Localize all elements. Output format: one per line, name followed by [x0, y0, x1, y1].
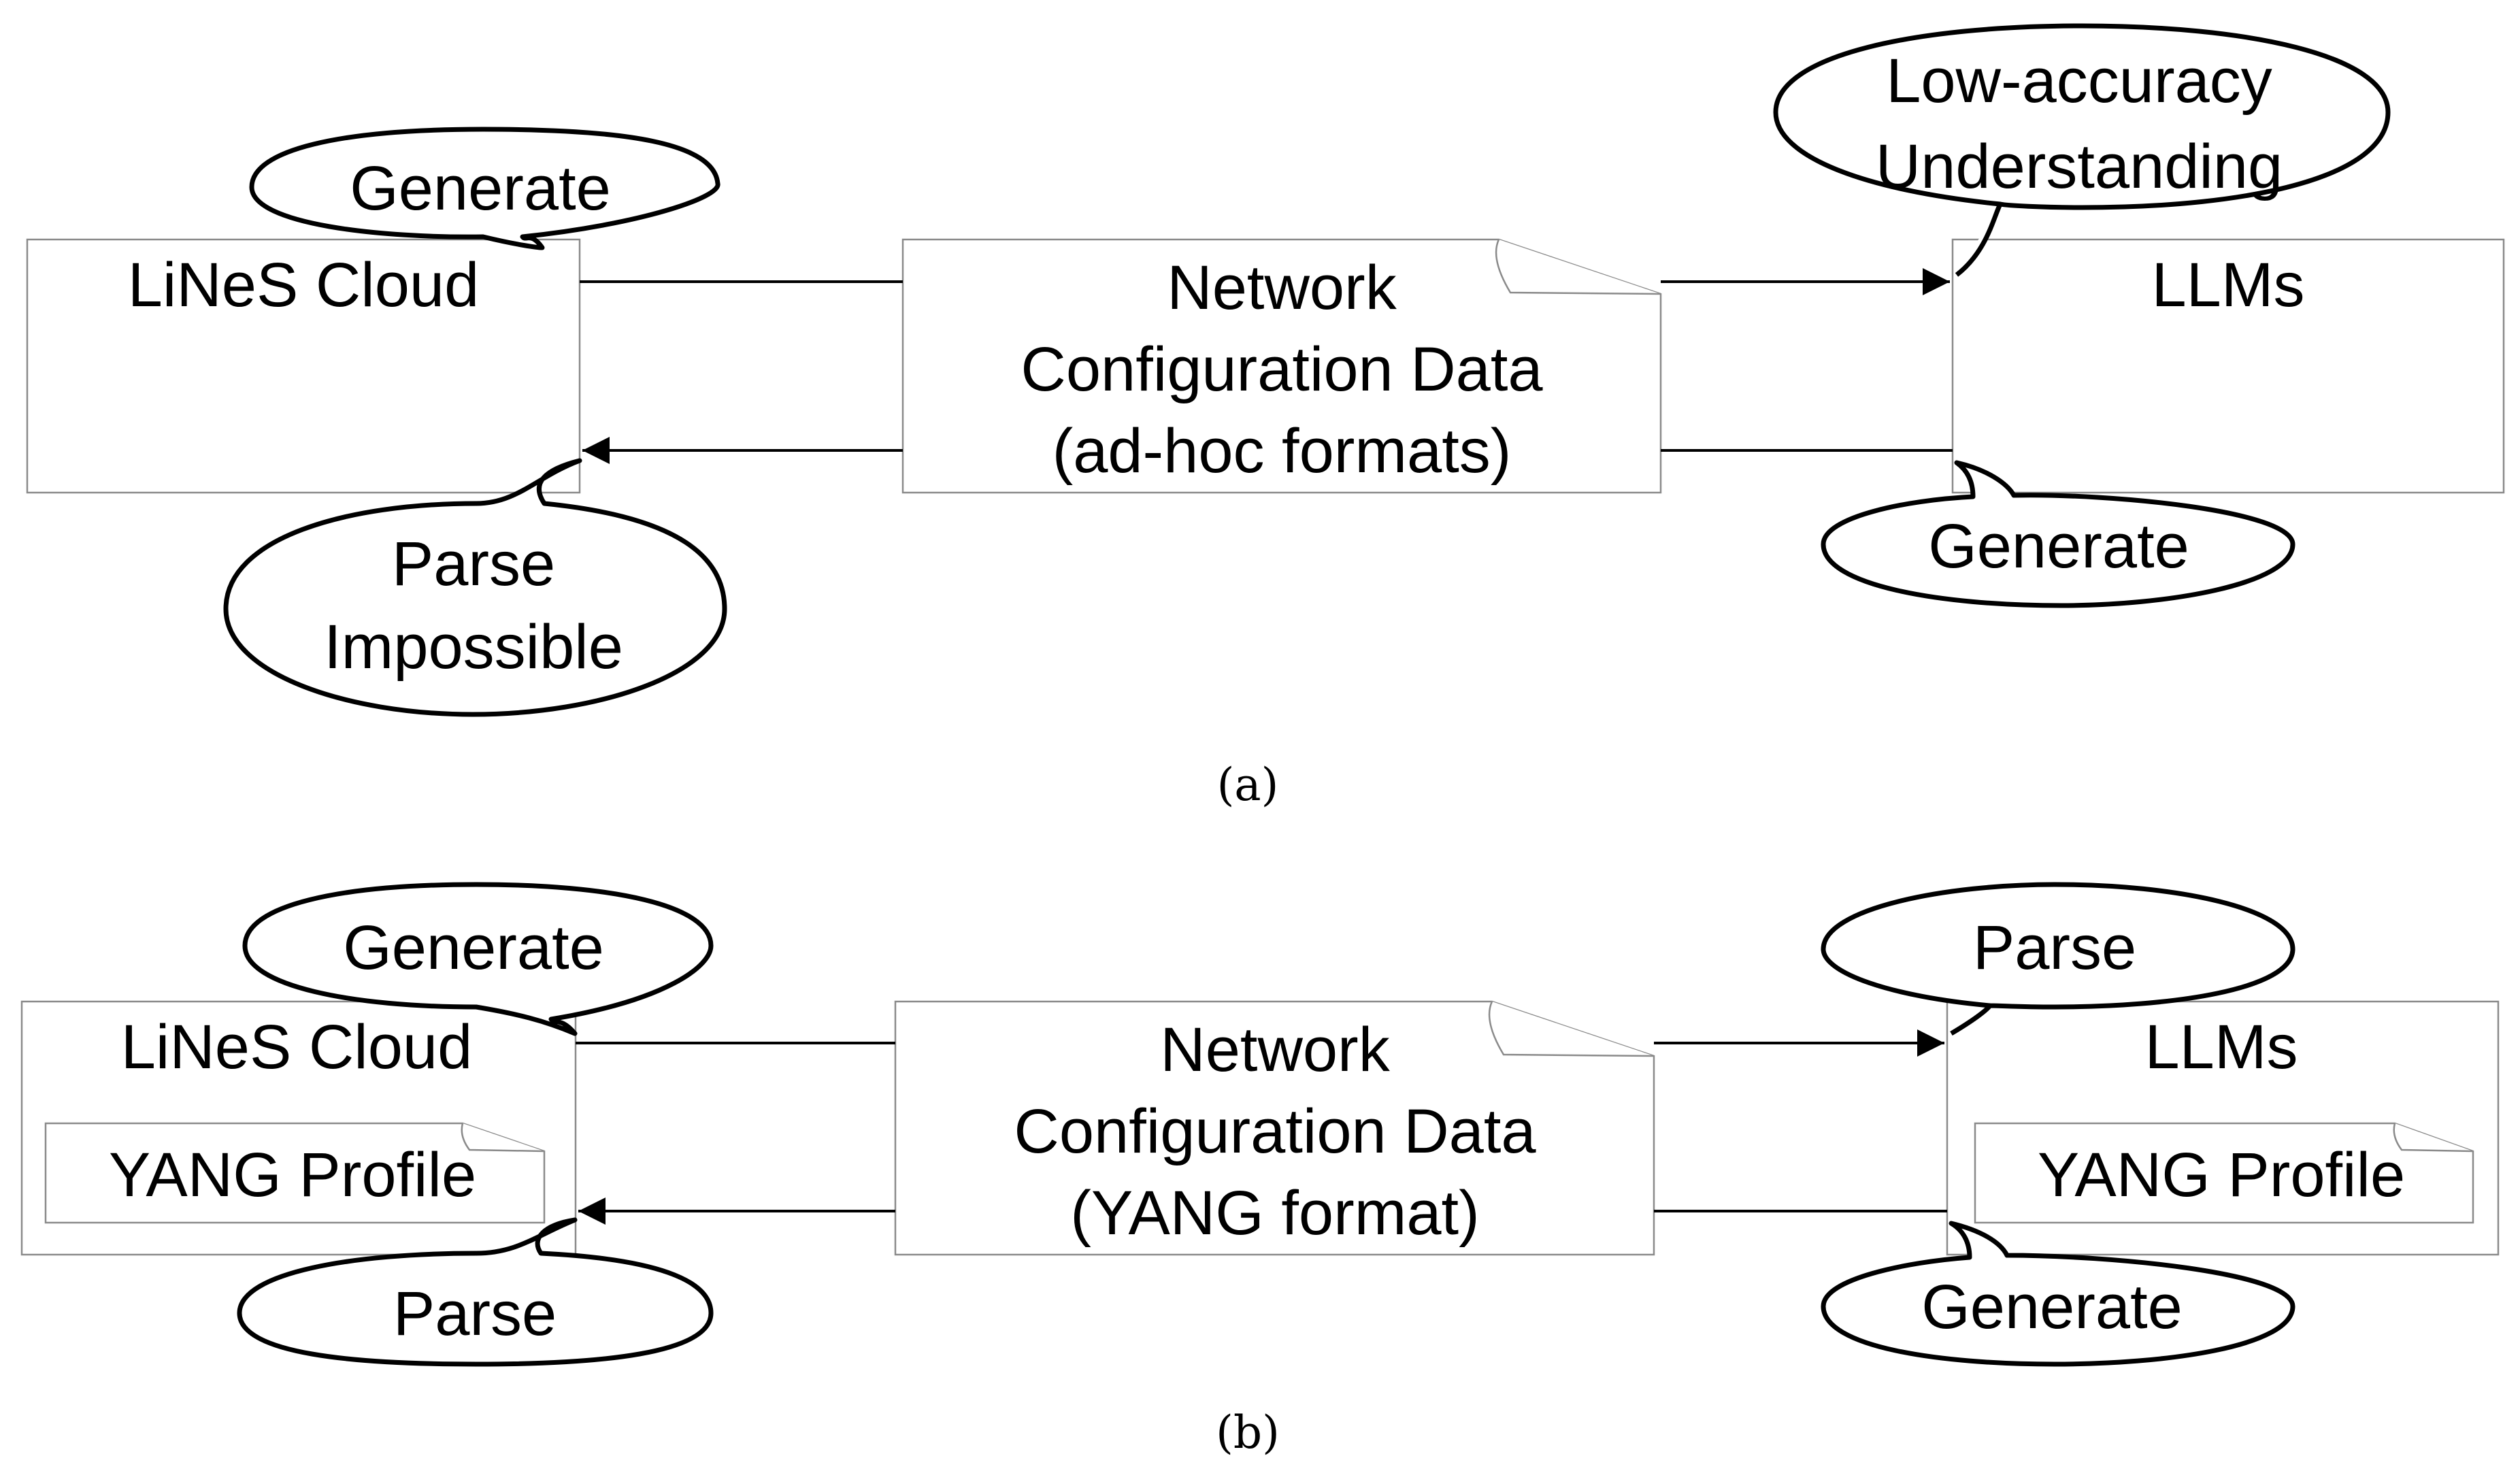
panel-a: LiNeS Cloud LLMs Network Configuration D…	[26, 23, 2505, 811]
yang-profile-right-fold	[2393, 1123, 2474, 1153]
doc-b-line-1: Network	[1160, 1015, 1390, 1085]
lines-cloud-label-b: LiNeS Cloud	[121, 1012, 473, 1082]
bubble-generate-left-top-text: Generate	[350, 154, 611, 223]
lines-cloud-label: LiNeS Cloud	[128, 250, 480, 320]
document-fold	[1495, 239, 1661, 295]
llms-label: LLMs	[2152, 250, 2305, 320]
caption-a: (a)	[1217, 759, 1279, 811]
doc-b-line-3: (YANG format)	[1070, 1178, 1479, 1248]
bubble-parse-left-b-text: Parse	[393, 1279, 557, 1349]
yang-profile-left	[44, 1122, 546, 1224]
bubble-low-accuracy-line2: Understanding	[1876, 132, 2283, 201]
bubble-generate-left-top-b-text: Generate	[343, 913, 604, 982]
doc-line-1: Network	[1167, 253, 1397, 323]
bubble-generate-right-bottom-text: Generate	[1928, 512, 2189, 581]
bubble-generate-left-top-b	[242, 882, 714, 1036]
doc-line-3: (ad-hoc formats)	[1052, 416, 1512, 486]
bubble-parse-impossible-line1: Parse	[392, 529, 555, 599]
doc-line-2: Configuration Data	[1021, 335, 1543, 404]
bubble-parse-right-b-text: Parse	[1973, 913, 2136, 982]
bubble-generate-right-bottom-b	[1821, 1221, 2295, 1367]
bubble-parse-left-b	[237, 1217, 714, 1367]
lines-cloud-box	[26, 238, 581, 494]
panel-b: LiNeS Cloud LLMs YANG Profile YANG Profi…	[20, 882, 2500, 1459]
yang-profile-right	[1974, 1122, 2474, 1224]
bubble-parse-impossible	[223, 458, 727, 717]
yang-profile-left-label: YANG Profile	[109, 1140, 476, 1210]
bubble-generate-right-bottom	[1821, 460, 2295, 608]
bubble-generate-right-bottom-b-text: Generate	[1921, 1272, 2183, 1342]
llms-box	[1951, 238, 2505, 494]
yang-profile-left-fold	[461, 1123, 545, 1153]
bubble-generate-left-top	[249, 127, 720, 250]
bubble-low-accuracy-line1: Low-accuracy	[1886, 46, 2272, 116]
bubble-parse-right-b	[1821, 882, 2295, 1036]
doc-b-line-2: Configuration Data	[1014, 1097, 1536, 1166]
bubble-low-accuracy	[1773, 23, 2391, 277]
bubble-parse-impossible-line2: Impossible	[324, 612, 623, 682]
llms-label-b: LLMs	[2145, 1012, 2298, 1082]
yang-profile-right-label: YANG Profile	[2038, 1140, 2405, 1210]
caption-b: (b)	[1216, 1406, 1280, 1459]
document-fold-b	[1488, 1001, 1655, 1057]
